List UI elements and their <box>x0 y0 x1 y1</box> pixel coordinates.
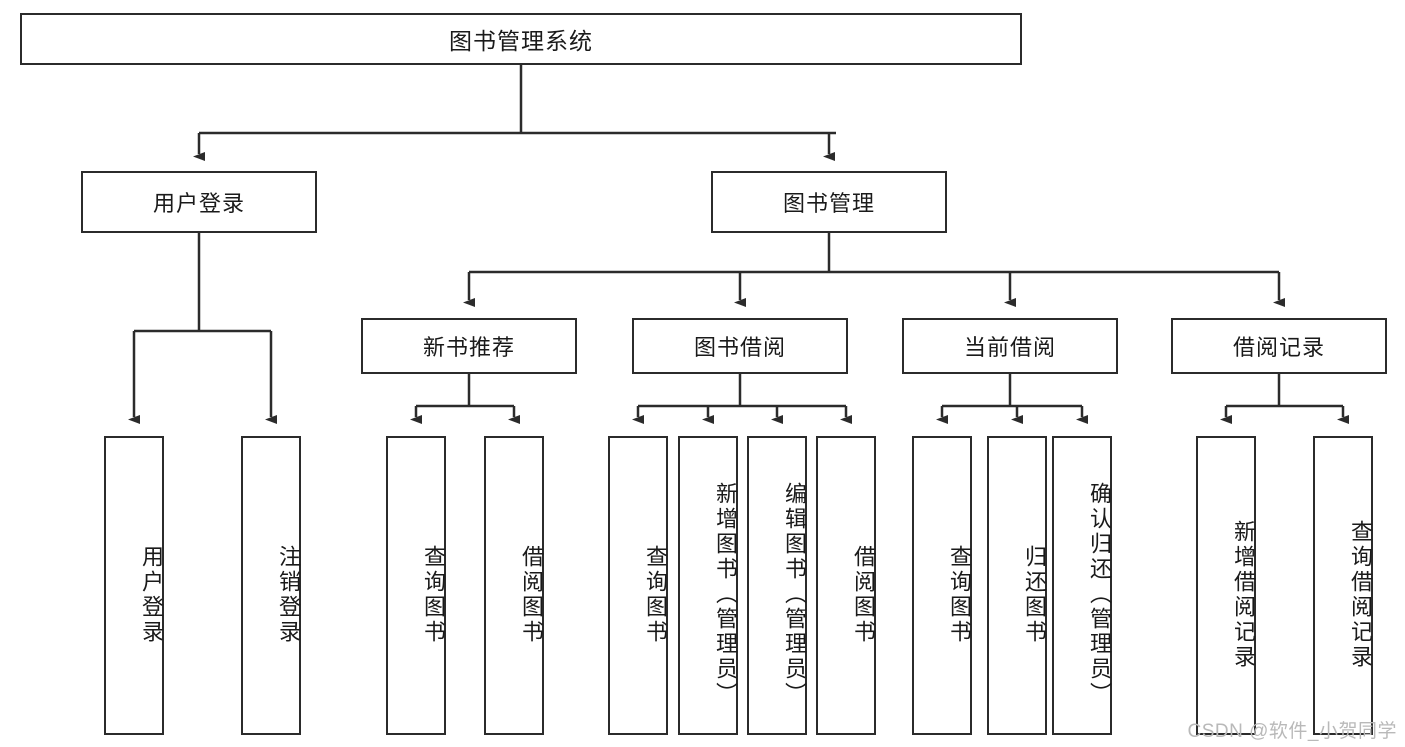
leaf-add-borrow-record-label: 新增借阅记录 <box>1231 519 1256 670</box>
leaf-query-book-newbook-label: 查询图书 <box>421 544 446 645</box>
leaf-add-book-admin-label: 新增图书（管理员） <box>713 482 738 707</box>
node-borrow-record-label: 借阅记录 <box>1232 335 1325 360</box>
node-borrow-record[interactable]: 借阅记录 <box>1171 318 1387 374</box>
leaf-query-book-newbook[interactable]: 查询图书 <box>386 436 446 735</box>
leaf-return-book[interactable]: 归还图书 <box>987 436 1047 735</box>
leaf-edit-book-admin[interactable]: 编辑图书（管理员） <box>747 436 807 735</box>
leaf-query-book-borrow-label: 查询图书 <box>643 544 668 645</box>
leaf-user-login-label: 用户登录 <box>139 544 164 645</box>
node-book-borrow-label: 图书借阅 <box>693 335 786 360</box>
node-new-book-recommend-label: 新书推荐 <box>422 335 515 360</box>
node-current-borrow-label: 当前借阅 <box>963 335 1056 360</box>
leaf-borrow-book-newbook[interactable]: 借阅图书 <box>484 436 544 735</box>
leaf-add-book-admin[interactable]: 新增图书（管理员） <box>678 436 738 735</box>
leaf-add-borrow-record[interactable]: 新增借阅记录 <box>1196 436 1256 735</box>
node-root-label: 图书管理系统 <box>449 28 593 54</box>
leaf-query-borrow-record-label: 查询借阅记录 <box>1348 519 1373 670</box>
leaf-logout[interactable]: 注销登录 <box>241 436 301 735</box>
leaf-query-borrow-record[interactable]: 查询借阅记录 <box>1313 436 1373 735</box>
node-book-borrow[interactable]: 图书借阅 <box>632 318 848 374</box>
leaf-return-book-label: 归还图书 <box>1022 544 1047 645</box>
node-user-login-label: 用户登录 <box>152 191 245 216</box>
leaf-borrow-book-newbook-label: 借阅图书 <box>519 544 544 645</box>
leaf-edit-book-admin-label: 编辑图书（管理员） <box>782 482 807 707</box>
leaf-borrow-book-label: 借阅图书 <box>851 544 876 645</box>
node-new-book-recommend[interactable]: 新书推荐 <box>361 318 577 374</box>
leaf-confirm-return-admin[interactable]: 确认归还（管理员） <box>1052 436 1112 735</box>
node-book-management[interactable]: 图书管理 <box>711 171 947 233</box>
node-user-login[interactable]: 用户登录 <box>81 171 317 233</box>
leaf-user-login[interactable]: 用户登录 <box>104 436 164 735</box>
leaf-confirm-return-admin-label: 确认归还（管理员） <box>1087 482 1112 707</box>
leaf-query-book-current-label: 查询图书 <box>947 544 972 645</box>
node-book-management-label: 图书管理 <box>782 191 875 216</box>
watermark: CSDN @软件_小贺同学 <box>1187 721 1397 742</box>
leaf-query-book-borrow[interactable]: 查询图书 <box>608 436 668 735</box>
leaf-borrow-book[interactable]: 借阅图书 <box>816 436 876 735</box>
leaf-query-book-current[interactable]: 查询图书 <box>912 436 972 735</box>
node-current-borrow[interactable]: 当前借阅 <box>902 318 1118 374</box>
leaf-logout-label: 注销登录 <box>276 544 301 645</box>
node-root[interactable]: 图书管理系统 <box>20 13 1022 65</box>
